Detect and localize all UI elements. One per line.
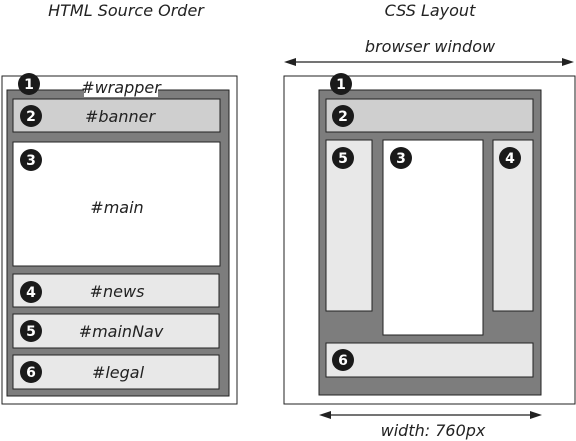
left-legal-label: #legal — [92, 363, 145, 382]
width-arrow-right — [530, 411, 542, 419]
left-main-box — [12, 141, 221, 267]
left-marker-5 — [20, 320, 42, 342]
browser-window-label: browser window — [365, 37, 496, 56]
left-banner-label: #banner — [85, 107, 156, 126]
source-order-title: HTML Source Order — [48, 1, 205, 20]
right-banner-box — [325, 98, 534, 133]
right-mainnav-box — [325, 139, 373, 312]
left-marker-6-text: 6 — [26, 365, 36, 381]
right-marker-5 — [332, 147, 354, 169]
left-marker-3-text: 3 — [26, 153, 36, 169]
right-marker-5-text: 5 — [338, 151, 348, 167]
left-wrapper-label-bg — [84, 79, 158, 97]
left-marker-4 — [20, 281, 42, 303]
left-mainnav-label: #mainNav — [79, 322, 164, 341]
left-wrapper-label: #wrapper — [81, 78, 162, 97]
left-mainnav-box — [12, 313, 220, 349]
left-marker-5-text: 5 — [26, 324, 36, 340]
left-marker-6 — [20, 361, 42, 383]
left-marker-2 — [20, 105, 42, 127]
left-marker-2-text: 2 — [26, 109, 36, 125]
left-news-box — [12, 273, 220, 308]
left-banner-box — [12, 98, 221, 133]
width-label: width: 760px — [381, 421, 486, 440]
left-marker-3 — [20, 149, 42, 171]
right-marker-4-text: 4 — [505, 151, 515, 167]
right-main-box — [382, 139, 484, 336]
css-layout-title: CSS Layout — [385, 1, 476, 20]
right-legal-box — [325, 342, 534, 378]
right-marker-4 — [499, 147, 521, 169]
width-arrow-left — [319, 411, 331, 419]
right-marker-1 — [330, 73, 352, 95]
right-marker-3-text: 3 — [396, 151, 406, 167]
left-marker-4-text: 4 — [26, 285, 36, 301]
right-marker-2 — [332, 105, 354, 127]
left-marker-1-text: 1 — [24, 77, 34, 93]
browser-window-arrow-right — [562, 58, 574, 66]
right-marker-1-text: 1 — [336, 77, 346, 93]
right-marker-2-text: 2 — [338, 109, 348, 125]
right-marker-6 — [332, 349, 354, 371]
left-legal-box — [12, 354, 220, 390]
right-marker-6-text: 6 — [338, 353, 348, 369]
browser-window-arrow-left — [284, 58, 296, 66]
right-marker-3 — [390, 147, 412, 169]
left-news-label: #news — [90, 282, 145, 301]
left-marker-1 — [18, 73, 40, 95]
left-main-label: #main — [90, 198, 143, 217]
